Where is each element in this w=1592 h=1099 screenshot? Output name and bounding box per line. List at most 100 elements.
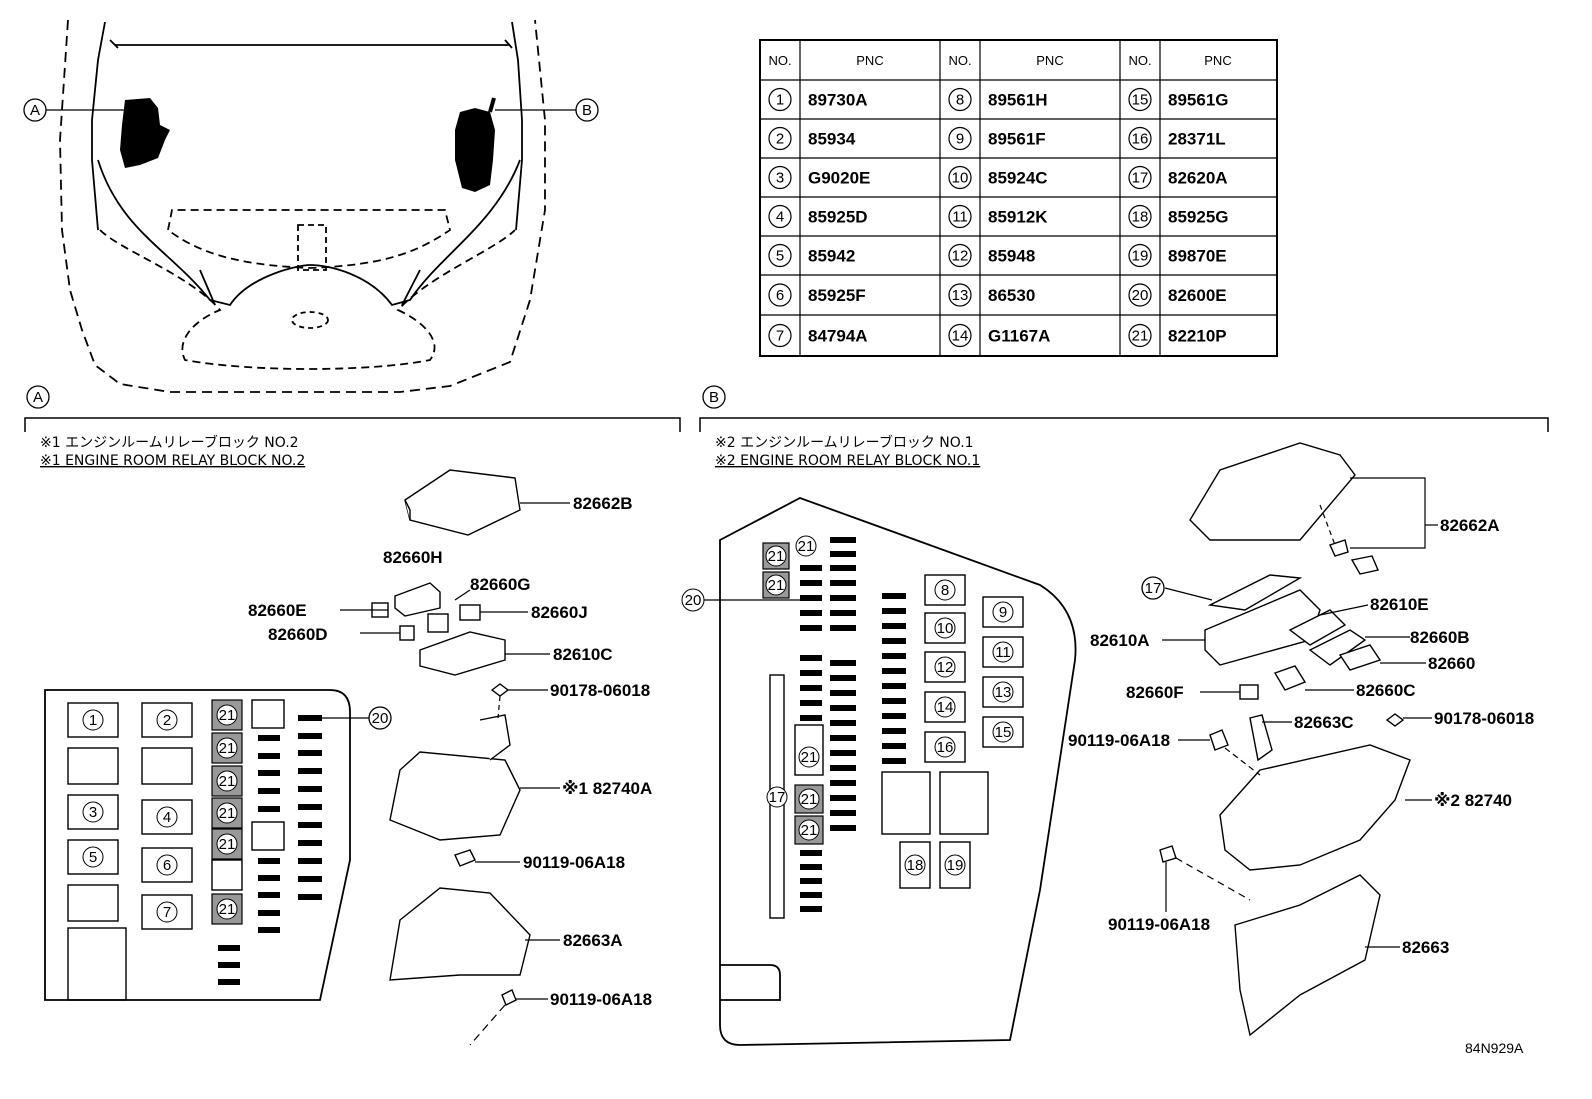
svg-text:16: 16 bbox=[937, 739, 954, 756]
svg-text:17: 17 bbox=[769, 789, 786, 806]
svg-text:A: A bbox=[30, 102, 40, 119]
table-row-number: 5 bbox=[776, 248, 784, 265]
slot-a-4: 4 bbox=[156, 806, 178, 828]
relay-82610e-part bbox=[1288, 609, 1347, 646]
clip-82662a-part-2 bbox=[1350, 555, 1379, 575]
slot-b-14: 14 bbox=[934, 696, 956, 718]
fuse-b-21-3: 21 bbox=[765, 574, 787, 596]
table-row-number-circle bbox=[948, 204, 972, 229]
table-row-pnc: 85924C bbox=[988, 169, 1048, 188]
label-82662a: 82662A bbox=[1440, 516, 1500, 535]
svg-text:21: 21 bbox=[219, 707, 236, 724]
svg-text:5: 5 bbox=[89, 849, 97, 866]
table-header-pnc-1: PNC bbox=[856, 53, 883, 68]
table-row-number-circle bbox=[948, 283, 972, 307]
fuse-b-21-6: 21 bbox=[798, 819, 820, 841]
nut-90178-b-part bbox=[1385, 713, 1405, 727]
callout-b-17: 17 bbox=[1141, 576, 1165, 600]
label-82610e: 82610E bbox=[1370, 595, 1429, 614]
label-82660j: 82660J bbox=[531, 603, 588, 622]
table-row-number-circle bbox=[948, 87, 972, 112]
label-82740: ※2 82740 bbox=[1434, 791, 1512, 810]
slot-a-5: 5 bbox=[82, 846, 104, 868]
table-row-number: 16 bbox=[1132, 131, 1149, 148]
svg-text:21: 21 bbox=[801, 749, 818, 766]
slot-a-7: 7 bbox=[156, 901, 178, 923]
table-row-pnc: 82600E bbox=[1168, 286, 1227, 305]
slot-b-18: 18 bbox=[904, 854, 926, 876]
callout-a-20: 20 bbox=[368, 706, 392, 730]
svg-text:21: 21 bbox=[219, 901, 236, 918]
block-82740-part bbox=[1219, 744, 1411, 871]
relay-82610c-part bbox=[419, 631, 506, 676]
relay-block-a-layout bbox=[44, 689, 351, 1001]
table-row-number: 21 bbox=[1132, 328, 1149, 345]
svg-text:17: 17 bbox=[1145, 580, 1162, 597]
overview-marker-b: B bbox=[575, 98, 599, 122]
relay-82660c-part bbox=[1273, 665, 1307, 691]
slot-a-3: 3 bbox=[82, 801, 104, 823]
label-90119-06a18-b2: 90119-06A18 bbox=[1108, 915, 1210, 934]
section-a-marker bbox=[26, 385, 50, 409]
svg-text:21: 21 bbox=[219, 773, 236, 790]
fuse-b-21-5: 21 bbox=[798, 788, 820, 810]
slot-a-6: 6 bbox=[156, 854, 178, 876]
slot-b-19: 19 bbox=[944, 854, 966, 876]
table-row-number-circle bbox=[768, 126, 792, 151]
cover-82662b-part bbox=[404, 469, 521, 536]
cover-82662a-part bbox=[1189, 442, 1356, 541]
block-82740a-part bbox=[389, 751, 521, 841]
table-row-pnc: 85948 bbox=[988, 247, 1035, 266]
table-row-pnc: 82620A bbox=[1168, 169, 1228, 188]
relay-82660h-part bbox=[394, 582, 441, 617]
label-82662b: 82662B bbox=[573, 494, 633, 513]
svg-text:6: 6 bbox=[163, 857, 171, 874]
svg-text:21: 21 bbox=[801, 822, 818, 839]
fuse-a-21-2: 21 bbox=[216, 737, 238, 759]
table-header-no-2: NO. bbox=[948, 53, 971, 68]
table-row-number-circle bbox=[948, 126, 972, 151]
svg-text:9: 9 bbox=[999, 604, 1007, 621]
bolt-90119-b2-part bbox=[1159, 845, 1177, 863]
svg-text:21: 21 bbox=[219, 805, 236, 822]
car-overview bbox=[59, 19, 546, 393]
svg-text:7: 7 bbox=[163, 904, 171, 921]
svg-text:1: 1 bbox=[89, 712, 97, 729]
table-row-number-circle bbox=[1128, 204, 1152, 229]
table-row-number: 18 bbox=[1132, 209, 1149, 226]
svg-text:21: 21 bbox=[801, 791, 818, 808]
svg-text:12: 12 bbox=[937, 659, 954, 676]
svg-text:20: 20 bbox=[685, 592, 702, 609]
table-row-number-circle bbox=[948, 165, 972, 190]
table-row-pnc: 89561H bbox=[988, 91, 1048, 110]
label-82610c: 82610C bbox=[553, 645, 613, 664]
section-b: B ※2 エンジンルームリレーブロック NO.1 ※2 ENGINE ROOM … bbox=[681, 385, 1549, 1046]
slot-b-12: 12 bbox=[934, 656, 956, 678]
table-row-number: 10 bbox=[952, 170, 969, 187]
slot-a-1: 1 bbox=[82, 709, 104, 731]
lower-82663a-part bbox=[389, 887, 531, 981]
relay-82660g-part bbox=[427, 613, 449, 633]
section-a-title-en: ※1 ENGINE ROOM RELAY BLOCK NO.2 bbox=[40, 453, 305, 469]
table-row-number: 13 bbox=[952, 287, 969, 304]
relay-82660-part bbox=[1338, 644, 1382, 671]
svg-text:19: 19 bbox=[947, 857, 964, 874]
lower-82663-part bbox=[1234, 874, 1381, 1037]
table-row-pnc: 85942 bbox=[808, 247, 855, 266]
table-row-pnc: G9020E bbox=[808, 169, 870, 188]
table-row-number-circle bbox=[1128, 87, 1152, 112]
table-row-pnc: 85934 bbox=[808, 130, 856, 149]
nut-90178-part bbox=[490, 683, 510, 697]
bracket-82663c-part bbox=[1249, 714, 1273, 762]
relay-82660b-part bbox=[1308, 629, 1367, 666]
table-row-pnc: 89561F bbox=[988, 130, 1046, 149]
table-row-number-circle bbox=[1128, 323, 1152, 348]
section-a-title-jp: ※1 エンジンルームリレーブロック NO.2 bbox=[40, 434, 299, 451]
table-row-number: 9 bbox=[956, 131, 964, 148]
fuse-b-21-4: 21 bbox=[798, 746, 820, 768]
table-row-pnc: 85925G bbox=[1168, 208, 1229, 227]
table-row-number-circle bbox=[768, 243, 792, 268]
section-b-title-en: ※2 ENGINE ROOM RELAY BLOCK NO.1 bbox=[715, 453, 980, 469]
fuse-b-21-2: 21 bbox=[795, 535, 817, 557]
